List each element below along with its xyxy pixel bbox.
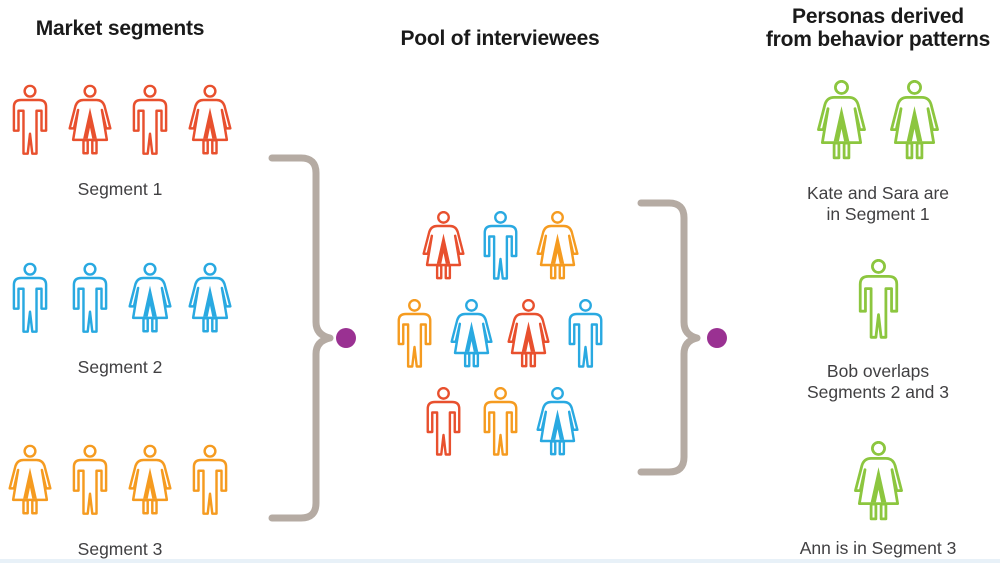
person-man-icon [421,386,466,463]
caption-line: Ann is in Segment 3 [799,538,957,558]
person-woman-icon [187,259,233,343]
bottom-edge-strip [0,559,1000,563]
caption-line: Bob overlaps [826,361,930,381]
left-brace [268,154,334,522]
person-man-icon [563,298,608,375]
segment-2-icons [2,259,238,343]
persona-bob-caption: Bob overlaps Segments 2 and 3 [756,361,1000,403]
market-segments-title: Market segments [35,17,205,40]
personas-title-line-2: from behavior patterns [765,28,991,51]
person-man-icon [127,81,173,165]
personas-title-line-1: Personas derived [792,5,964,28]
persona-kate-sara-icons [756,80,1000,167]
pool-cluster [380,210,620,463]
person-man-icon [478,210,523,287]
person-woman-icon [421,210,466,287]
person-man-icon [478,386,523,463]
person-woman-icon [7,441,53,525]
segment-2-group: Segment 2 [2,259,238,378]
pool-title: Pool of interviewees [400,27,600,50]
person-man-icon [852,259,905,346]
person-man-icon [7,259,53,343]
right-brace [637,199,701,476]
person-man-icon [7,81,53,165]
caption-line: Segments 2 and 3 [806,382,950,402]
person-woman-icon [535,386,580,463]
persona-ann-icon [756,441,1000,528]
person-woman-icon [506,298,551,375]
person-woman-icon [815,80,868,167]
person-woman-icon [449,298,494,375]
right-junction-dot-icon [707,328,727,348]
pool-row-1 [421,210,580,287]
persona-bob-icon [756,259,1000,346]
segment-1-label: Segment 1 [77,179,163,199]
segment-3-group: Segment 3 [2,441,238,560]
person-woman-icon [888,80,941,167]
person-woman-icon [127,259,173,343]
caption-line: Kate and Sara are [806,183,950,203]
person-man-icon [67,259,113,343]
person-man-icon [67,441,113,525]
segment-2-label: Segment 2 [77,357,163,377]
pool-row-3 [421,386,580,463]
person-man-icon [187,441,233,525]
segment-1-icons [2,81,238,165]
segment-1-group: Segment 1 [2,81,238,200]
person-woman-icon [187,81,233,165]
pool-row-2 [392,298,608,375]
person-woman-icon [67,81,113,165]
persona-ann-caption: Ann is in Segment 3 [756,538,1000,559]
person-man-icon [392,298,437,375]
left-junction-dot-icon [336,328,356,348]
caption-line: in Segment 1 [826,204,930,224]
person-woman-icon [535,210,580,287]
segment-3-label: Segment 3 [77,539,163,559]
personas-title: Personas derived from behavior patterns [756,5,1000,51]
segment-3-icons [2,441,238,525]
person-woman-icon [852,441,905,528]
persona-kate-sara-caption: Kate and Sara are in Segment 1 [756,183,1000,225]
person-woman-icon [127,441,173,525]
